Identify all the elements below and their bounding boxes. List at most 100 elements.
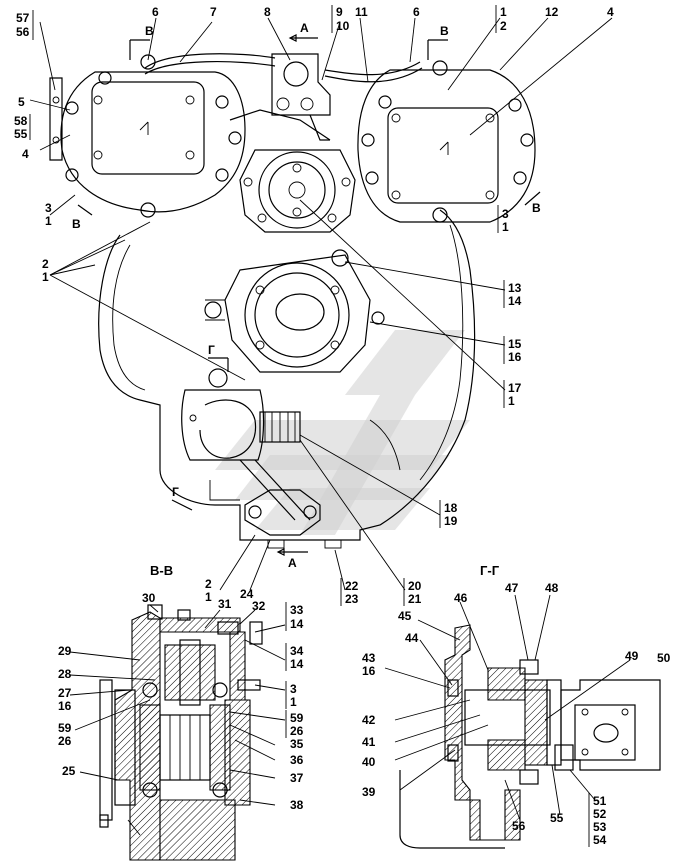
gg-pump-50 xyxy=(560,679,661,771)
callout-28: 28 xyxy=(58,667,72,681)
callout-6-right: 6 xyxy=(413,5,420,19)
callout-48: 48 xyxy=(545,581,559,595)
callout-46: 46 xyxy=(454,591,468,605)
center-flange xyxy=(224,254,371,373)
callout-12: 12 xyxy=(545,5,559,19)
watermark-logo xyxy=(215,330,470,535)
callout-30: 30 xyxy=(142,591,156,605)
vv-housing-left xyxy=(114,611,161,861)
left-cover-inner xyxy=(91,81,205,175)
callout-1-c: 1 xyxy=(500,5,507,19)
callout-26-a: 26 xyxy=(58,734,72,748)
callout-29: 29 xyxy=(58,644,72,658)
view-letter-a-bottom: А xyxy=(288,556,297,570)
callout-labels: 57 56 5 58 55 4 3 1 2 1 6 7 8 9 10 11 6 … xyxy=(14,5,671,847)
upper-flange xyxy=(239,149,356,233)
callout-2-b: 2 xyxy=(205,577,212,591)
vv-right-bearing xyxy=(209,704,231,791)
callout-55-b: 55 xyxy=(550,811,564,825)
callout-36: 36 xyxy=(290,753,304,767)
callout-52: 52 xyxy=(593,807,607,821)
callout-19: 19 xyxy=(444,514,458,528)
callout-4-right: 4 xyxy=(607,5,614,19)
top-pipe xyxy=(144,53,276,75)
main-view xyxy=(29,17,613,591)
view-letter-b-right: В xyxy=(440,24,449,38)
callout-40: 40 xyxy=(362,755,376,769)
callout-57: 57 xyxy=(16,11,30,25)
callout-2-c: 2 xyxy=(500,19,507,33)
callout-14-a: 14 xyxy=(508,294,522,308)
callout-58: 58 xyxy=(14,114,28,128)
callout-3-b: 3 xyxy=(502,207,509,221)
callout-1-a: 1 xyxy=(45,214,52,228)
view-letter-a-top: А xyxy=(300,21,309,35)
callout-8: 8 xyxy=(264,5,271,19)
callout-14-b: 14 xyxy=(290,617,304,631)
callout-16-c: 16 xyxy=(362,664,376,678)
callout-4-left: 4 xyxy=(22,147,29,161)
section-gg xyxy=(384,594,661,849)
callout-14-c: 14 xyxy=(290,657,304,671)
callout-1-g: 1 xyxy=(290,695,297,709)
vv-left-bearing xyxy=(139,704,161,791)
left-cover-plate xyxy=(60,71,246,213)
callout-51: 51 xyxy=(593,794,607,808)
section-title-vv: В-В xyxy=(150,563,173,578)
callout-41: 41 xyxy=(362,735,376,749)
callout-1-f: 1 xyxy=(205,590,212,604)
callout-20: 20 xyxy=(408,579,422,593)
callout-7: 7 xyxy=(210,5,217,19)
right-cover-plate xyxy=(357,69,536,223)
callout-42: 42 xyxy=(362,713,376,727)
callout-33: 33 xyxy=(290,603,304,617)
callout-54: 54 xyxy=(593,833,607,847)
callout-9: 9 xyxy=(336,5,343,19)
callout-25: 25 xyxy=(62,764,76,778)
bottom-mount-plate xyxy=(244,489,321,536)
callout-21: 21 xyxy=(408,592,422,606)
view-letter-b-right-arrow: В xyxy=(532,201,541,215)
top-valve-block xyxy=(271,53,331,116)
callout-2-a: 2 xyxy=(42,257,49,271)
callout-27: 27 xyxy=(58,686,72,700)
callout-39: 39 xyxy=(362,785,376,799)
callout-26-b: 26 xyxy=(290,724,304,738)
callout-50: 50 xyxy=(657,651,671,665)
cut-marker-b-right xyxy=(427,39,448,60)
callout-38: 38 xyxy=(290,798,304,812)
vv-upper-gear xyxy=(164,644,216,701)
callout-13: 13 xyxy=(508,281,522,295)
view-letter-b-left-arrow: В xyxy=(72,217,81,231)
callout-44: 44 xyxy=(405,631,419,645)
callout-18: 18 xyxy=(444,501,458,515)
callout-1-e: 1 xyxy=(508,394,515,408)
cut-marker-b-left xyxy=(129,39,150,60)
callout-37: 37 xyxy=(290,771,304,785)
callout-16-b: 16 xyxy=(58,699,72,713)
view-letter-g-top: Г xyxy=(208,343,215,357)
callout-59-b: 59 xyxy=(290,711,304,725)
callout-11: 11 xyxy=(355,5,368,19)
callout-5: 5 xyxy=(18,95,25,109)
leader-lines-gg xyxy=(384,594,631,821)
callout-55: 55 xyxy=(14,127,28,141)
callout-6-left: 6 xyxy=(152,5,159,19)
callout-32: 32 xyxy=(252,599,266,613)
left-cover-bolts xyxy=(65,54,242,218)
view-letter-b-left: В xyxy=(145,24,154,38)
callout-34: 34 xyxy=(290,644,304,658)
cut-marker-g-bottom xyxy=(171,499,193,511)
callout-47: 47 xyxy=(505,581,519,595)
gg-housing xyxy=(444,624,521,841)
callout-10: 10 xyxy=(336,19,350,33)
lower-pump-body xyxy=(181,389,265,461)
callout-17: 17 xyxy=(508,381,522,395)
callout-16-a: 16 xyxy=(508,350,522,364)
callout-1-d: 1 xyxy=(502,220,509,234)
housing-outline xyxy=(98,209,476,541)
callout-22: 22 xyxy=(345,579,359,593)
right-cover-bolts xyxy=(361,60,534,223)
callout-49: 49 xyxy=(625,649,639,663)
callout-15: 15 xyxy=(508,337,522,351)
